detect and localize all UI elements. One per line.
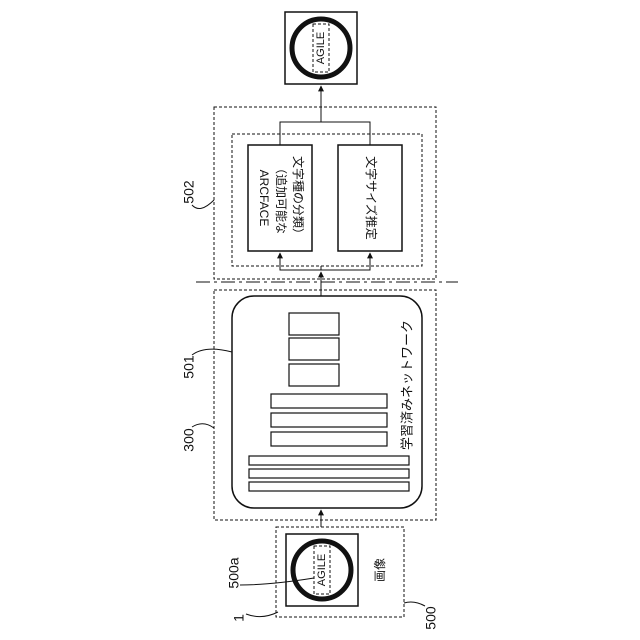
network-layer	[249, 469, 409, 478]
head-block-502: ARCFACE （追加可能な 文字種の分類） 文字サイズ推定	[214, 107, 436, 279]
network-layer	[271, 413, 387, 427]
ref-label-500a: 500a	[226, 557, 242, 588]
network-layer	[271, 394, 387, 408]
network-layer	[289, 338, 339, 360]
arcface-label-line2: （追加可能な	[274, 162, 289, 234]
leader-501	[192, 349, 232, 355]
leader-1	[246, 612, 278, 617]
ref-label-1: 1	[231, 614, 247, 622]
network-layer	[271, 432, 387, 446]
network-layer	[249, 456, 409, 465]
head-split-lines	[280, 264, 370, 270]
leader-500	[404, 602, 425, 606]
ref-label-502: 502	[181, 180, 197, 204]
arcface-label: ARCFACE	[257, 170, 271, 227]
network-layer	[289, 364, 339, 386]
ref-label-300: 300	[181, 428, 197, 452]
network-block-501: 学習済みネットワーク	[232, 296, 422, 508]
network-label: 学習済みネットワーク	[399, 320, 414, 450]
input-word: AGILE	[316, 554, 328, 586]
size-estimation-label: 文字サイズ推定	[364, 156, 379, 240]
output-image: AGILE	[285, 12, 357, 84]
output-word: AGILE	[315, 32, 327, 64]
leader-300	[192, 424, 214, 428]
image-label: 画像	[373, 558, 387, 582]
ref-label-501: 501	[181, 355, 197, 379]
input-block-500: AGILE 画像	[276, 527, 404, 617]
network-layer	[249, 482, 409, 491]
ref-label-500: 500	[423, 606, 439, 630]
network-layer	[289, 313, 339, 335]
arcface-label-line3: 文字種の分類）	[291, 156, 306, 240]
